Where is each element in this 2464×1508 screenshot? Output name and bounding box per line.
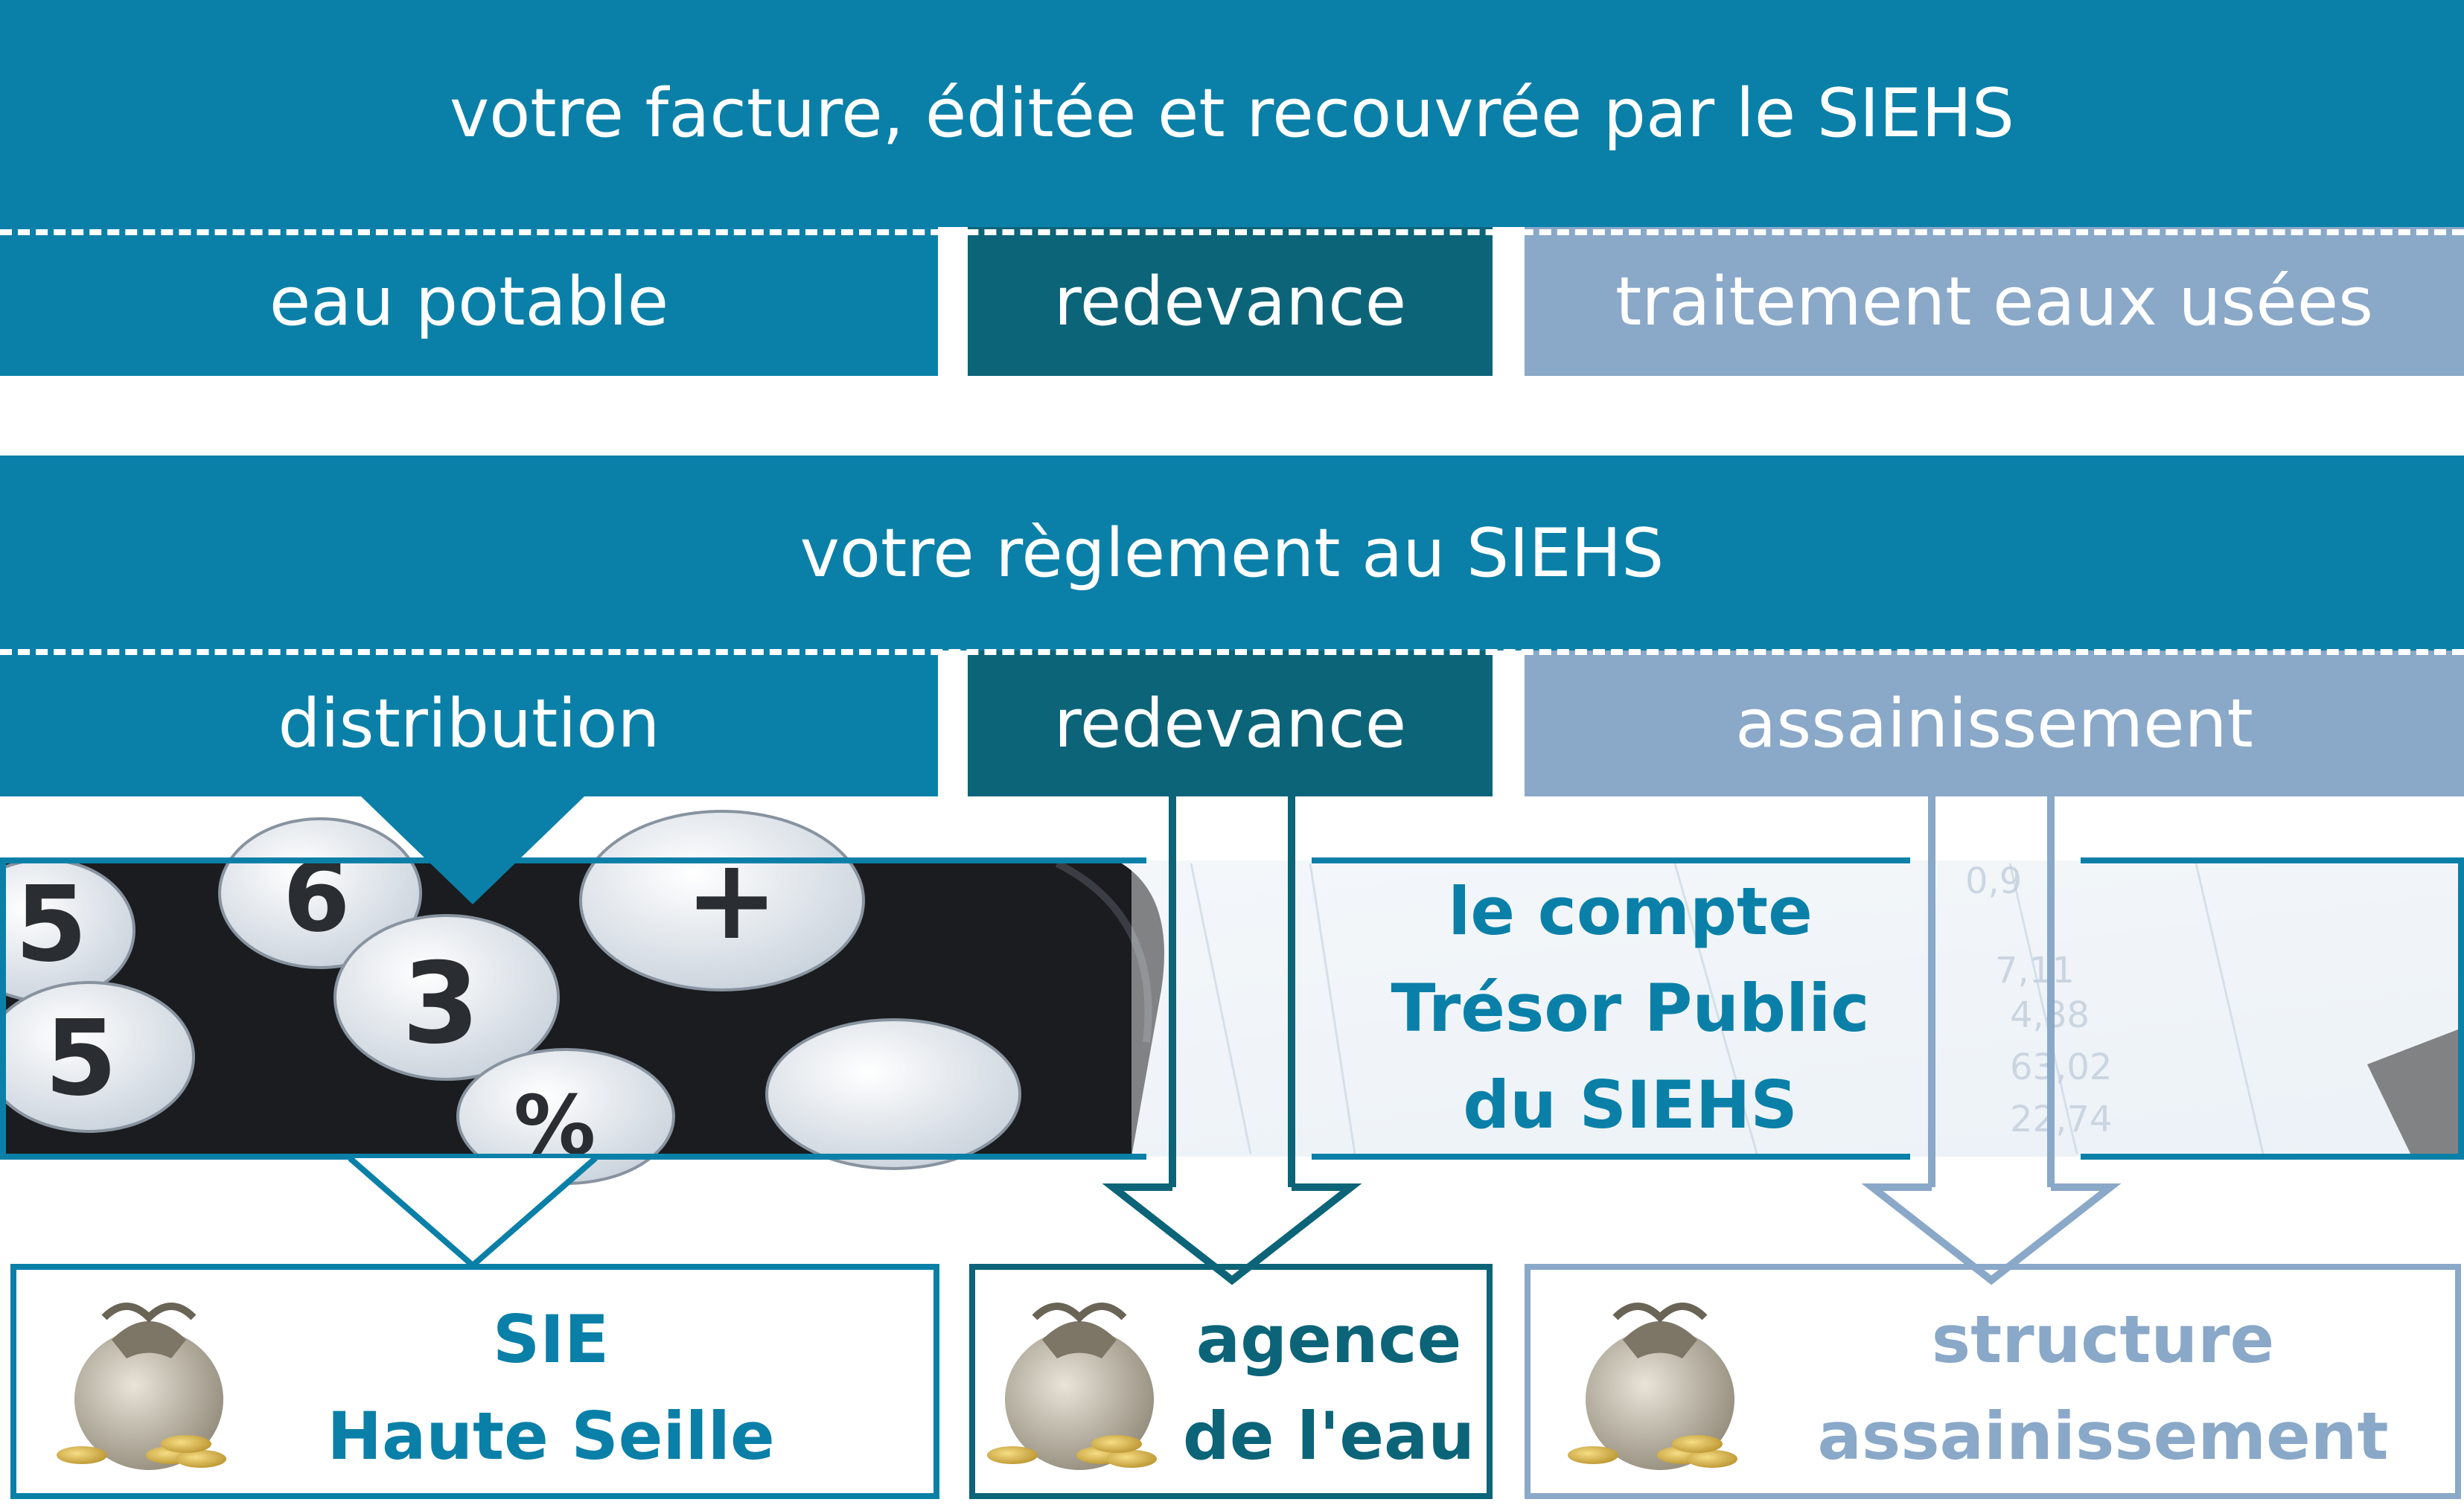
- recipient-line: structure: [1779, 1291, 2427, 1388]
- svg-text:6: 6: [283, 840, 350, 953]
- svg-text:3: 3: [402, 939, 479, 1069]
- treasury-line: du SIEHS: [1325, 1057, 1935, 1154]
- recipient-label-sie: SIE Haute Seille: [283, 1291, 819, 1485]
- svg-text:5: 5: [45, 998, 117, 1119]
- svg-text:5: 5: [15, 864, 87, 985]
- money-bag-icon: [987, 1306, 1157, 1470]
- recipient-line: de l'eau: [1169, 1388, 1489, 1485]
- svg-text:+: +: [685, 835, 779, 965]
- money-bag-icon: [1568, 1306, 1737, 1470]
- treasury-account-label: le compte Trésor Public du SIEHS: [1325, 863, 1935, 1154]
- recipient-line: Haute Seille: [283, 1388, 819, 1485]
- calculator-photo: ,00 ,000 0,9 7,11 4,88 63,02 22,74 5 6 +…: [0, 811, 2464, 1183]
- treasury-line: le compte: [1325, 863, 1935, 960]
- money-bag-icon: [57, 1306, 226, 1470]
- recipient-label-structure: structure assainissement: [1779, 1291, 2427, 1485]
- recipient-line: agence: [1169, 1291, 1489, 1388]
- recipient-line: SIE: [283, 1291, 819, 1388]
- treasury-line: Trésor Public: [1325, 960, 1935, 1057]
- recipient-label-agence: agence de l'eau: [1169, 1291, 1489, 1485]
- recipient-line: assainissement: [1779, 1388, 2427, 1485]
